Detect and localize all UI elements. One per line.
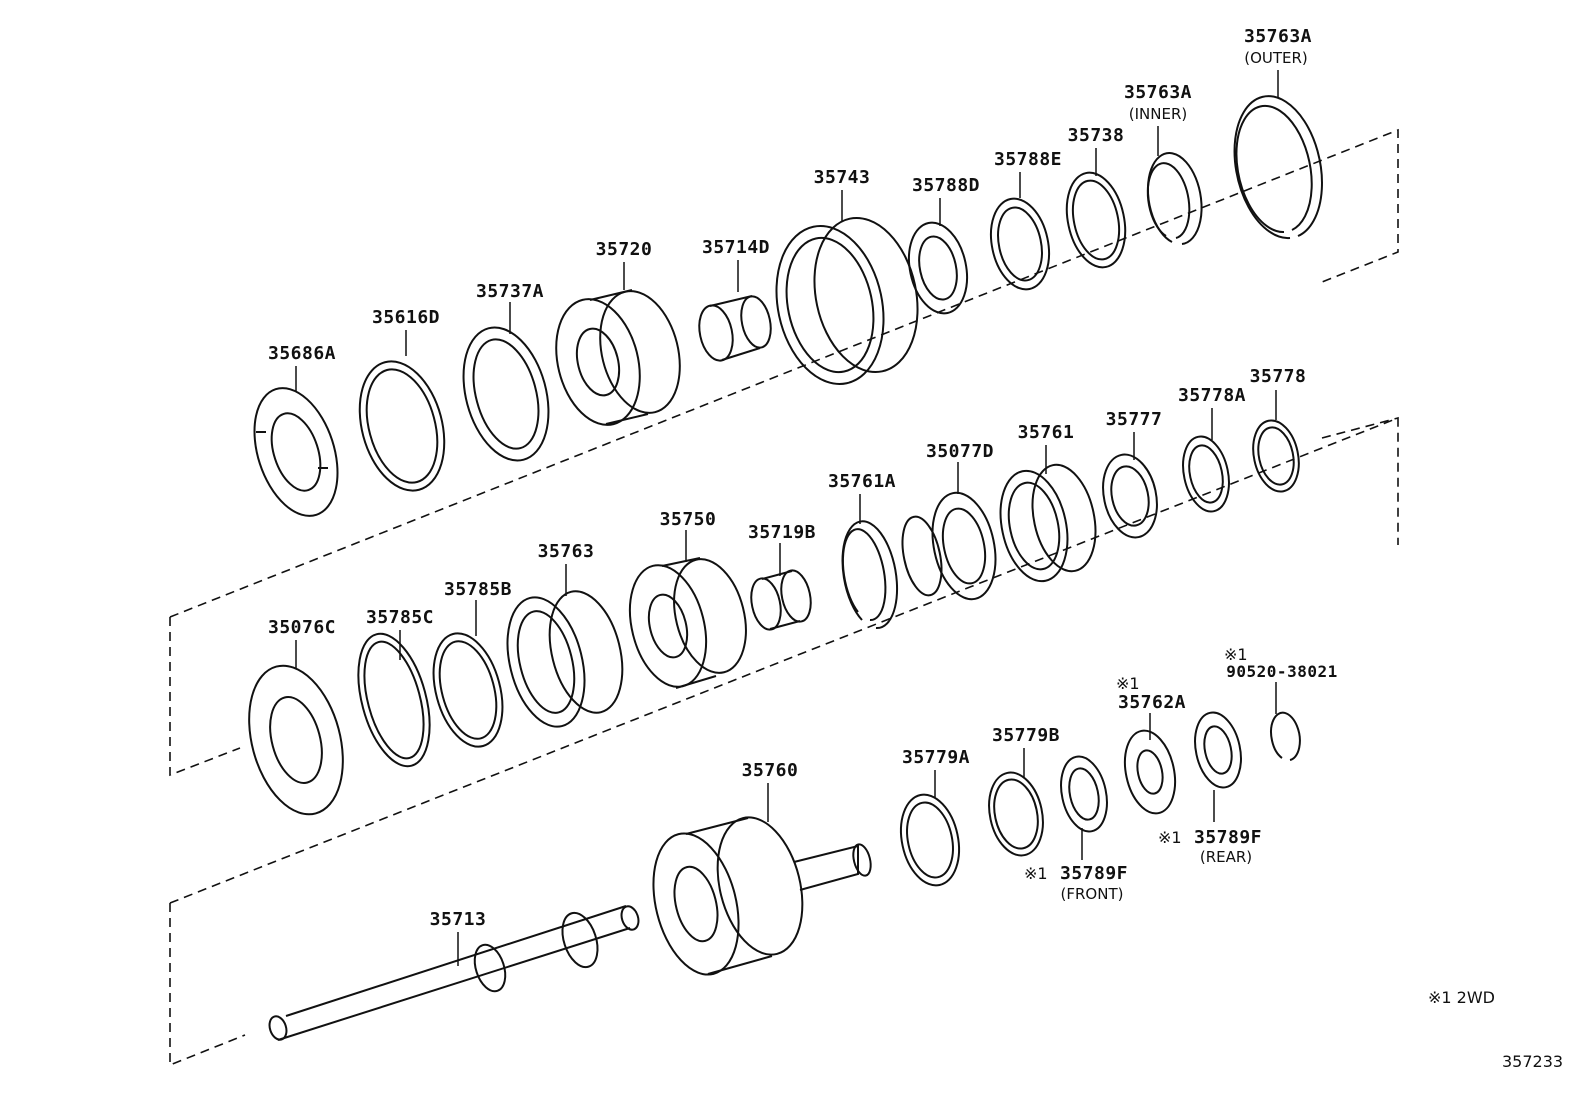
- part-35686A-plate: [253, 387, 339, 517]
- part-label: 35743: [813, 167, 871, 188]
- part-label: 35720: [595, 239, 653, 260]
- part-35789F-front-race: [1060, 755, 1108, 833]
- part-35763-clutch-hub: [506, 590, 624, 728]
- part-35737A-plate: [462, 326, 550, 462]
- part-label: 35779B: [991, 725, 1061, 746]
- part-label: 35616D: [371, 307, 441, 328]
- part-35788D-race: [907, 221, 969, 315]
- part-35743-ring-gear: [775, 216, 919, 385]
- part-sublabel: (REAR): [1199, 848, 1253, 866]
- part-label: 35763A: [1243, 26, 1313, 47]
- part-35761-clutch-drum: [999, 463, 1097, 583]
- part-35720-carrier: [555, 289, 681, 426]
- footnote-mark: ※1: [1116, 674, 1140, 693]
- part-label: 35779A: [901, 747, 971, 768]
- part-35777-race: [1102, 453, 1158, 539]
- part-35750-carrier: [628, 557, 747, 689]
- part-35761A-snapring: [841, 520, 899, 630]
- part-35762A-needle-bearing: [1123, 729, 1177, 815]
- part-label: 35789F: [1059, 863, 1129, 884]
- part-label: 35760: [741, 760, 799, 781]
- part-label: 35686A: [267, 343, 337, 364]
- footnote-mark: ※1: [1158, 828, 1182, 847]
- part-35713-shaft: [268, 905, 640, 1041]
- frame-middle: [169, 416, 1399, 1067]
- footnote: ※1 2WD: [1428, 988, 1495, 1007]
- part-35714D-bearing: [698, 295, 772, 362]
- part-sublabel: (FRONT): [1060, 885, 1124, 903]
- part-35779B-race: [988, 771, 1044, 857]
- part-label: 35785B: [443, 579, 513, 600]
- part-90520-38021-snapring: [1270, 711, 1301, 761]
- part-label: 35778: [1249, 366, 1307, 387]
- part-35778-race: [1252, 419, 1300, 493]
- part-35785B-race: [432, 632, 504, 748]
- part-label: 35761: [1017, 422, 1075, 443]
- part-sublabel: (INNER): [1128, 105, 1188, 123]
- part-label: 35763A: [1123, 82, 1193, 103]
- part-35779A-race: [899, 793, 961, 887]
- part-label: 35785C: [365, 607, 435, 628]
- part-35760-carrier: [652, 816, 872, 976]
- part-label: 35076C: [267, 617, 337, 638]
- part-label: 35737A: [475, 281, 545, 302]
- part-35719B-bearing: [750, 569, 812, 631]
- part-35738-washer: [1065, 171, 1127, 269]
- part-label: 35077D: [925, 441, 995, 462]
- frame-upper: [169, 128, 1399, 777]
- part-label: 35789F: [1193, 827, 1263, 848]
- leader-lines: [295, 70, 1279, 966]
- part-label: 35750: [659, 509, 717, 530]
- diagram-code: 357233: [1502, 1052, 1564, 1071]
- part-label: 35788D: [911, 175, 981, 196]
- footnote-mark: ※1: [1224, 645, 1248, 664]
- part-35616D-ring: [358, 360, 446, 492]
- part-35076C-plate: [248, 664, 344, 816]
- part-35763A-inner-snapring: [1146, 152, 1203, 245]
- part-label: 35719B: [747, 522, 817, 543]
- part-label: 35778A: [1177, 385, 1247, 406]
- part-label: 35714D: [701, 237, 771, 258]
- part-35788E-race: [989, 197, 1051, 291]
- part-label: 35763: [537, 541, 595, 562]
- part-sublabel: (OUTER): [1244, 49, 1308, 67]
- part-35763A-outer-snapring: [1233, 95, 1323, 240]
- part-35077D-gear: [901, 491, 997, 601]
- part-35785C-race: [357, 632, 431, 768]
- part-label: 90520-38021: [1226, 662, 1338, 681]
- footnote-mark: ※1: [1024, 864, 1048, 883]
- part-35778A-race: [1182, 435, 1230, 513]
- part-label: 35713: [429, 909, 487, 930]
- part-35789F-rear-race: [1194, 711, 1242, 789]
- part-label: 35738: [1067, 125, 1125, 146]
- part-label: 35788E: [993, 149, 1063, 170]
- part-label: 35762A: [1117, 692, 1187, 713]
- part-label: 35777: [1105, 409, 1163, 430]
- part-label: 35761A: [827, 471, 897, 492]
